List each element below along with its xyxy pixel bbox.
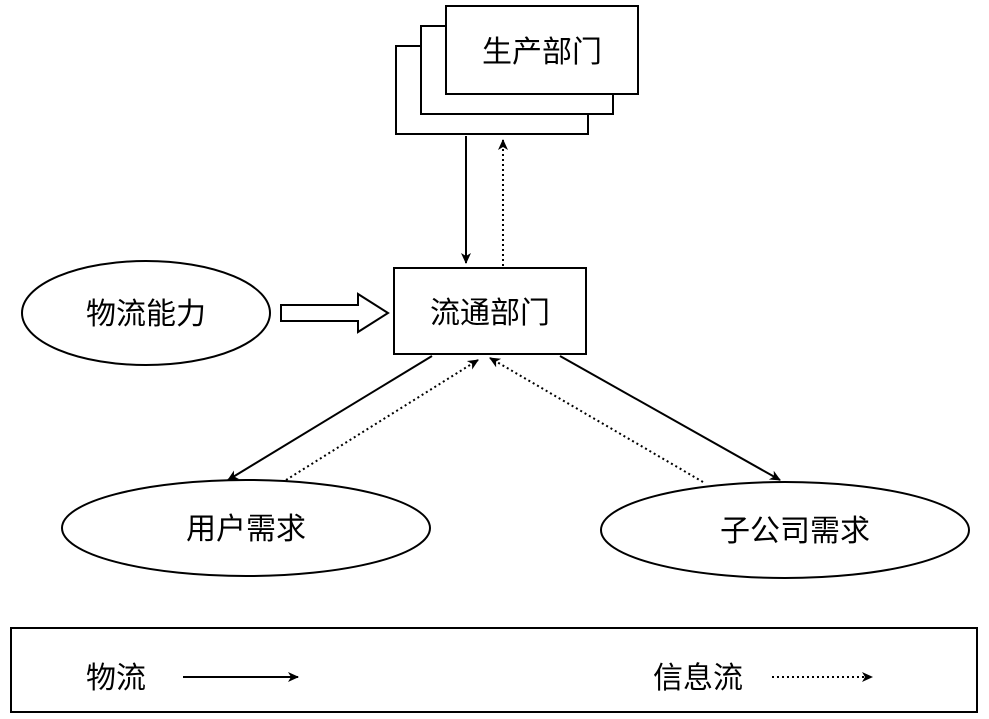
capacity-block-arrow [280,292,390,334]
distribution-node: 流通部门 [393,267,587,355]
logistics-capacity-node: 物流能力 [21,260,271,366]
subsidiary-to-distribution-info-arrow [489,357,704,483]
logistics-capacity-ellipse [21,260,271,366]
distribution-to-user-material-arrow [227,355,433,481]
legend-box [10,627,978,713]
user-demand-node: 用户需求 [61,479,431,577]
user-demand-ellipse [61,479,431,577]
production-box-front [445,5,639,95]
distribution-to-subsidiary-material-arrow [559,355,781,481]
distribution-label: 流通部门 [430,296,550,331]
subsidiary-demand-node: 子公司需求 [600,481,970,579]
legend-material-flow-label: 物流 [86,661,146,696]
distribution-box [393,267,587,355]
logistics-capacity-label: 物流能力 [86,297,206,332]
production-node: 生产部门 [395,5,639,135]
user-to-distribution-info-arrow [285,359,479,481]
subsidiary-demand-ellipse [600,481,970,579]
production-label: 生产部门 [482,35,602,70]
user-demand-label: 用户需求 [186,512,306,547]
subsidiary-demand-label: 子公司需求 [720,514,870,549]
legend-information-flow-label: 信息流 [653,661,743,696]
legend: 物流 信息流 [10,627,978,713]
